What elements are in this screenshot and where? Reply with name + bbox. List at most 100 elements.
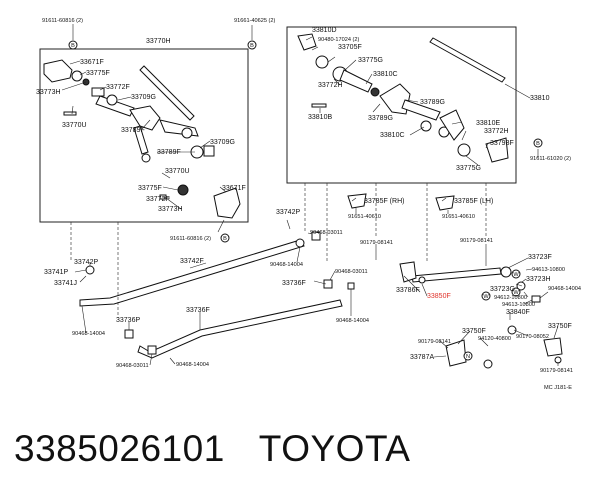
label-33789f-upper: 33789F [121, 127, 145, 134]
lower-bushing [177, 184, 189, 196]
rod-clevis-pin [418, 276, 426, 284]
badges: B B B B W W W N [68, 40, 543, 361]
badge-n-label: N [466, 354, 470, 360]
trans-rod-grommet [531, 295, 541, 303]
label-33736f-lower: 33736F [186, 307, 210, 314]
rod-end-upper [295, 238, 305, 248]
label-90179-08141-lower-left: 90179-08141 [418, 339, 451, 345]
label-33770h: 33770H [146, 38, 171, 45]
label-33742p-upper: 33742P [276, 209, 300, 216]
link-collar [420, 120, 432, 132]
label-90468-14004-left: 90468-14004 [72, 331, 105, 337]
label-33736f-upper: 33736F [282, 280, 306, 287]
badge-w-circle-2 [511, 269, 521, 279]
lower-washer [507, 325, 517, 335]
label-33705f: 33705F [338, 44, 362, 51]
badge-w-label-1: W [483, 294, 489, 300]
select-rod [429, 37, 506, 83]
upper-link-block [91, 87, 105, 97]
shift-rod-33742f [79, 239, 305, 307]
label-94120-40800: 94120-40800 [478, 336, 511, 342]
pivot-arm [339, 69, 373, 93]
badge-b-label-1: B [71, 43, 75, 49]
label-33775g-lower: 33775G [456, 165, 481, 172]
bellcrank [543, 337, 563, 357]
lh-stay-bracket [435, 195, 455, 211]
rh-stay-bracket [347, 193, 367, 209]
label-33770u-lower: 33770U [165, 168, 190, 175]
lower-lever-bolt [483, 359, 493, 369]
label-33850f-highlighted: 33850F [427, 293, 451, 300]
badge-b-circle-4 [220, 233, 230, 243]
label-33789g-upper: 33789G [420, 99, 445, 106]
lower-rods [79, 231, 563, 369]
label-33810d: 33810D [312, 27, 337, 34]
lower-lever [445, 339, 467, 367]
part-number-labels: 91611-60816 (2) 33770H 33671F 33775F 337… [36, 18, 581, 391]
upper-lever-bracket [43, 59, 73, 83]
rod-clevis [399, 261, 417, 283]
label-33741j: 33741J [54, 280, 77, 287]
label-33770u-left: 33770U [62, 122, 87, 129]
exploded-parts-diagram: B B B B W W W N 91611-60816 (2) 33770H 3… [36, 18, 581, 391]
left-linkage-frame [39, 48, 249, 223]
label-33736p: 33736P [116, 317, 140, 324]
lower-arm-bushing [141, 153, 151, 163]
label-90170-08052: 90170-08052 [516, 334, 549, 340]
badge-b-label-3: B [536, 141, 540, 147]
label-94612-10800: 94612-10800 [494, 295, 527, 301]
link-bushing [106, 94, 118, 106]
label-33750f-right: 33750F [548, 323, 572, 330]
upper-mount-plate [297, 33, 317, 51]
badge-b-label-2: B [250, 43, 254, 49]
label-33671f-lower: 33671F [222, 185, 246, 192]
label-90480-17024: 90480-17024 (2) [318, 37, 360, 43]
label-33742p-lower: 33742P [74, 259, 98, 266]
badge-b-circle-2 [247, 40, 257, 50]
label-33723f: 33723F [528, 254, 552, 261]
label-33810c-lower: 33810C [380, 132, 405, 139]
grommet-d [147, 345, 157, 355]
grommet-b [323, 279, 333, 289]
label-90179-08141-right: 90179-08141 [460, 238, 493, 244]
label-33709g-upper: 33709G [131, 94, 156, 101]
label-33810b: 33810B [308, 114, 332, 121]
pivot-pin [370, 87, 380, 97]
label-33772f-lower: 33772F [146, 196, 170, 203]
label-90468-14004-mid: 90468-14004 [336, 318, 369, 324]
badge-b-circle-3 [533, 138, 543, 148]
leader-lines [61, 24, 559, 366]
upper-collar [315, 55, 329, 69]
rear-bracket [439, 109, 465, 141]
label-33785f-rh: 33785F (RH) [364, 198, 404, 205]
label-33671f-upper: 33671F [80, 59, 104, 66]
label-90468-14004-lower: 90468-14004 [176, 362, 209, 368]
select-rod-33736f [137, 299, 343, 359]
part-number: 3385026101 [14, 428, 225, 469]
label-90468-03011-mid: 90468-03011 [335, 269, 368, 275]
label-94613-10800-lower: 94613-10800 [502, 302, 535, 308]
label-90179-08141-lower-right: 90179-08141 [540, 368, 573, 374]
label-33785f-lh: 33785F (LH) [454, 198, 493, 205]
label-90468-14004-upper: 90468-14004 [270, 262, 303, 268]
diagram-code: MC J181-E [544, 385, 572, 391]
upper-link-arm [95, 95, 135, 117]
trans-rod-washer [516, 281, 526, 291]
trans-rod-collar [500, 266, 512, 278]
badge-n-circle [463, 351, 473, 361]
right-linkage-frame [286, 26, 517, 184]
label-33810e: 33810E [476, 120, 500, 127]
pivot-bracket [129, 105, 161, 131]
label-33786f: 33786F [396, 287, 420, 294]
grommet-a [311, 231, 321, 241]
label-33772h-lower: 33772H [484, 128, 509, 135]
lower-arm [133, 125, 149, 155]
label-91661-40625: 91661-40625 (2) [234, 18, 276, 24]
label-33793f: 33793F [490, 140, 514, 147]
rear-bushing [457, 143, 471, 157]
label-91611-61020: 91611-61020 (2) [530, 156, 571, 162]
badge-w-circle-3 [511, 287, 521, 297]
label-33772f-upper: 33772F [106, 84, 130, 91]
